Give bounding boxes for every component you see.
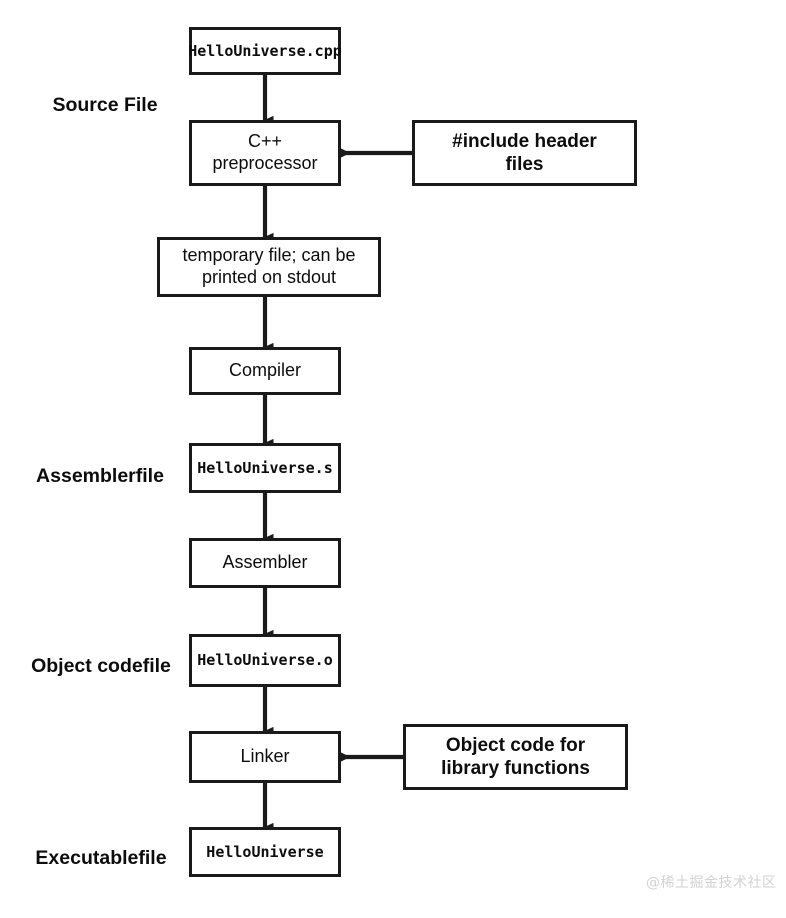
watermark-text: @稀土掘金技术社区 xyxy=(646,875,777,891)
node-linker: Linker xyxy=(189,731,341,783)
node-label: HelloUniverse.cpp xyxy=(188,41,342,60)
node-hello-universe-exe: HelloUniverse xyxy=(189,827,341,877)
node-cpp-preprocessor: C++preprocessor xyxy=(189,120,341,186)
node-label: Assembler xyxy=(222,552,308,573)
node-hello-universe-s: HelloUniverse.s xyxy=(189,443,341,493)
node-label: Compiler xyxy=(228,360,302,381)
node-label: Linker xyxy=(240,746,290,767)
node-label: HelloUniverse xyxy=(206,842,324,861)
node-hello-universe-o: HelloUniverse.o xyxy=(189,634,341,687)
node-assembler: Assembler xyxy=(189,538,341,588)
node-hello-universe-cpp: HelloUniverse.cpp xyxy=(188,27,342,75)
node-label: HelloUniverse.s xyxy=(197,458,333,477)
node-compiler: Compiler xyxy=(189,347,341,395)
node-label: HelloUniverse.o xyxy=(197,651,333,670)
node-label: C++preprocessor xyxy=(212,131,318,173)
side-label-source-file: Source File xyxy=(52,93,158,116)
